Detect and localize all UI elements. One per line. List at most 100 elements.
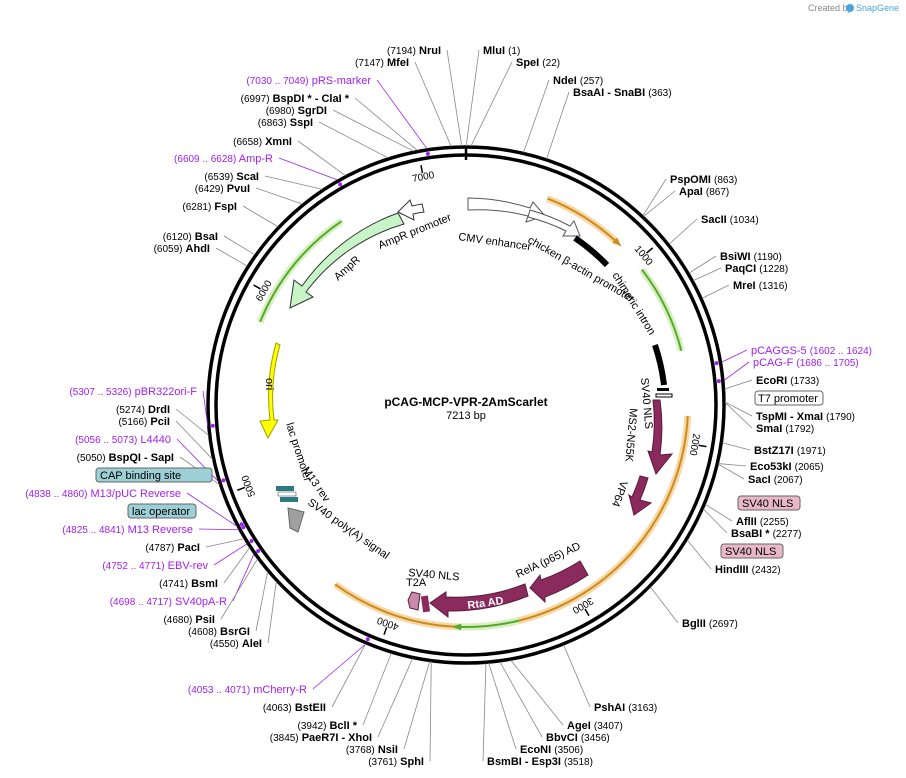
site-leader-line: [186, 492, 238, 527]
cap-binding-site-box[interactable]: [95, 467, 213, 483]
site-position: (6429): [195, 184, 224, 195]
restriction-site-label[interactable]: EcoRI (1733): [756, 375, 819, 387]
restriction-site-label[interactable]: AflII (2255): [736, 516, 789, 528]
ampr-arrow[interactable]: [289, 212, 405, 309]
lac-operator-small[interactable]: [276, 486, 294, 491]
restriction-site-label[interactable]: (5166) PciI: [118, 416, 170, 428]
restriction-site-label[interactable]: HindIII (2432): [715, 564, 781, 576]
restriction-site-label[interactable]: SpeI (22): [516, 57, 560, 69]
site-leader-line: [721, 349, 748, 363]
primer-site-label[interactable]: (4825 .. 4841) M13 Reverse: [62, 524, 193, 536]
primer-site-label[interactable]: (7030 .. 7049) pRS-marker: [246, 75, 371, 87]
orange-arc-bottom[interactable]: [334, 415, 689, 628]
restriction-site-label[interactable]: (6658) XmnI: [233, 136, 292, 148]
restriction-site-label[interactable]: BglII (2697): [682, 618, 738, 630]
restriction-site-label[interactable]: SmaI (1792): [756, 423, 814, 435]
restriction-site-label[interactable]: (3761) SphI: [368, 756, 424, 768]
orange-arc-top[interactable]: [547, 197, 618, 244]
restriction-site-label[interactable]: SacII (1034): [701, 214, 759, 226]
restriction-site-label[interactable]: (6120) BsaI: [163, 231, 218, 243]
restriction-site-label[interactable]: BsaAI - SnaBI (363): [573, 87, 672, 99]
restriction-site-label[interactable]: (3845) PaeR7I - XhoI: [270, 732, 372, 744]
restriction-site-label[interactable]: BbvCI (3456): [546, 732, 610, 744]
site-position: (1316): [759, 281, 788, 292]
restriction-site-label[interactable]: (6539) ScaI: [204, 171, 259, 183]
ms2-n55k-arrow[interactable]: [647, 399, 674, 476]
site-name: pRS-marker: [312, 75, 372, 87]
sv40-nls-box-2[interactable]: [720, 543, 784, 559]
restriction-site-label[interactable]: (4063) BstEII: [263, 702, 326, 714]
site-leader-line: [702, 508, 728, 534]
feature-label-rta-ad: Rta AD: [467, 595, 505, 612]
restriction-site-label[interactable]: (4550) AleI: [210, 638, 262, 650]
m13-rev-small[interactable]: [277, 491, 297, 497]
restriction-site-label[interactable]: (7147) MfeI: [355, 57, 409, 69]
restriction-site-label[interactable]: (6429) PvuI: [195, 183, 250, 195]
restriction-site-label[interactable]: BsaBI * (2277): [731, 528, 802, 540]
restriction-site-label[interactable]: (5274) DrdI: [116, 404, 170, 416]
vp64-arrow[interactable]: [628, 475, 653, 516]
chimeric-intron-segment[interactable]: [573, 235, 610, 268]
site-position: (5050): [77, 453, 106, 464]
restriction-site-label[interactable]: (4680) PsiI: [163, 614, 215, 626]
ampr-promoter-arrow[interactable]: [397, 199, 425, 221]
restriction-site-label[interactable]: TspMI - XmaI (1790): [756, 411, 855, 423]
ori-arrow[interactable]: [259, 342, 281, 440]
restriction-site-label[interactable]: NdeI (257): [553, 75, 603, 87]
primer-site-label[interactable]: pCAGGS-5 (1602 .. 1624): [751, 345, 872, 357]
restriction-site-label[interactable]: (6863) SspI: [258, 117, 313, 129]
primer-site-label[interactable]: pCAG-F (1686 .. 1705): [753, 357, 859, 369]
restriction-site-label[interactable]: PspOMI (863): [670, 174, 737, 186]
rta-ad-arrow[interactable]: [429, 583, 529, 619]
green-arc-ampr[interactable]: [259, 220, 343, 323]
restriction-site-label[interactable]: MreI (1316): [733, 280, 788, 292]
restriction-site-label[interactable]: (6997) BspDI * - ClaI *: [241, 93, 350, 105]
primer-site-label[interactable]: (4053 .. 4071) mCherry-R: [188, 684, 307, 696]
restriction-site-label[interactable]: (7194) NruI: [387, 45, 441, 57]
restriction-site-label[interactable]: PshAI (3163): [594, 702, 657, 714]
restriction-site-label[interactable]: ApaI (867): [679, 186, 729, 198]
restriction-site-label[interactable]: (5050) BspQI - SapI: [77, 452, 174, 464]
primer-site-label[interactable]: (5307 .. 5326) pBR322ori-F: [69, 386, 197, 398]
restriction-site-label[interactable]: BsmBI - Esp3I (3518): [487, 756, 593, 768]
site-position: (4825 .. 4841): [62, 525, 124, 536]
snapgene-watermark[interactable]: Created by SnapGene: [808, 3, 899, 13]
lac-operator-box[interactable]: [127, 503, 197, 519]
restriction-site-label[interactable]: (6281) FspI: [182, 201, 237, 213]
restriction-site-label[interactable]: (4608) BsrGI: [188, 626, 250, 638]
site-name: AleI: [242, 638, 262, 650]
t2a-arrow[interactable]: [407, 591, 421, 611]
restriction-site-label[interactable]: Eco53kI (2065): [750, 461, 824, 473]
site-position: (4680): [163, 615, 192, 626]
restriction-site-label[interactable]: AgeI (3407): [567, 720, 623, 732]
restriction-site-label[interactable]: BsiWI (1190): [720, 251, 782, 263]
chicken-actin-promoter-arrow[interactable]: [527, 209, 581, 237]
restriction-site-label[interactable]: EcoNI (3506): [520, 744, 583, 756]
restriction-site-label[interactable]: (3942) BclI *: [298, 720, 358, 732]
restriction-site-label[interactable]: MluI (1): [483, 45, 520, 57]
cap-binding-small[interactable]: [280, 497, 298, 502]
restriction-site-label[interactable]: (3768) NsiI: [346, 744, 398, 756]
t7-promoter-box[interactable]: [754, 390, 824, 406]
primer-site-label[interactable]: (6609 .. 6628) Amp-R: [174, 153, 273, 165]
restriction-site-label[interactable]: PaqCI (1228): [725, 263, 788, 275]
site-position: (1790): [826, 412, 855, 423]
green-arc-intron-halo[interactable]: [639, 267, 685, 352]
restriction-site-label[interactable]: (4741) BsmI: [159, 578, 218, 590]
primer-site-label[interactable]: (5056 .. 5073) L4440: [75, 434, 171, 446]
green-arc-intron[interactable]: [641, 268, 683, 352]
primer-site-label[interactable]: (4838 .. 4860) M13/pUC Reverse: [25, 488, 181, 500]
sv40-nls-small-box[interactable]: [420, 595, 431, 613]
restriction-site-label[interactable]: (4787) PacI: [145, 542, 200, 554]
restriction-site-label[interactable]: (6980) SgrDI: [266, 105, 327, 117]
rela-p65-ad-arrow[interactable]: [529, 560, 589, 604]
sv40-polya-box[interactable]: [287, 507, 305, 533]
primer-site-label[interactable]: (4698 .. 4717) SV40pA-R: [110, 596, 227, 608]
primer-site-label[interactable]: (4752 .. 4771) EBV-rev: [102, 560, 208, 572]
sv40-nls-box-1[interactable]: [737, 495, 801, 511]
promoter-terminal-segment[interactable]: [652, 344, 667, 386]
restriction-site-label[interactable]: BstZ17I (1971): [754, 445, 826, 457]
site-position: (3456): [581, 733, 610, 744]
restriction-site-label[interactable]: SacI (2067): [748, 474, 803, 486]
restriction-site-label[interactable]: (6059) AhdI: [154, 243, 210, 255]
